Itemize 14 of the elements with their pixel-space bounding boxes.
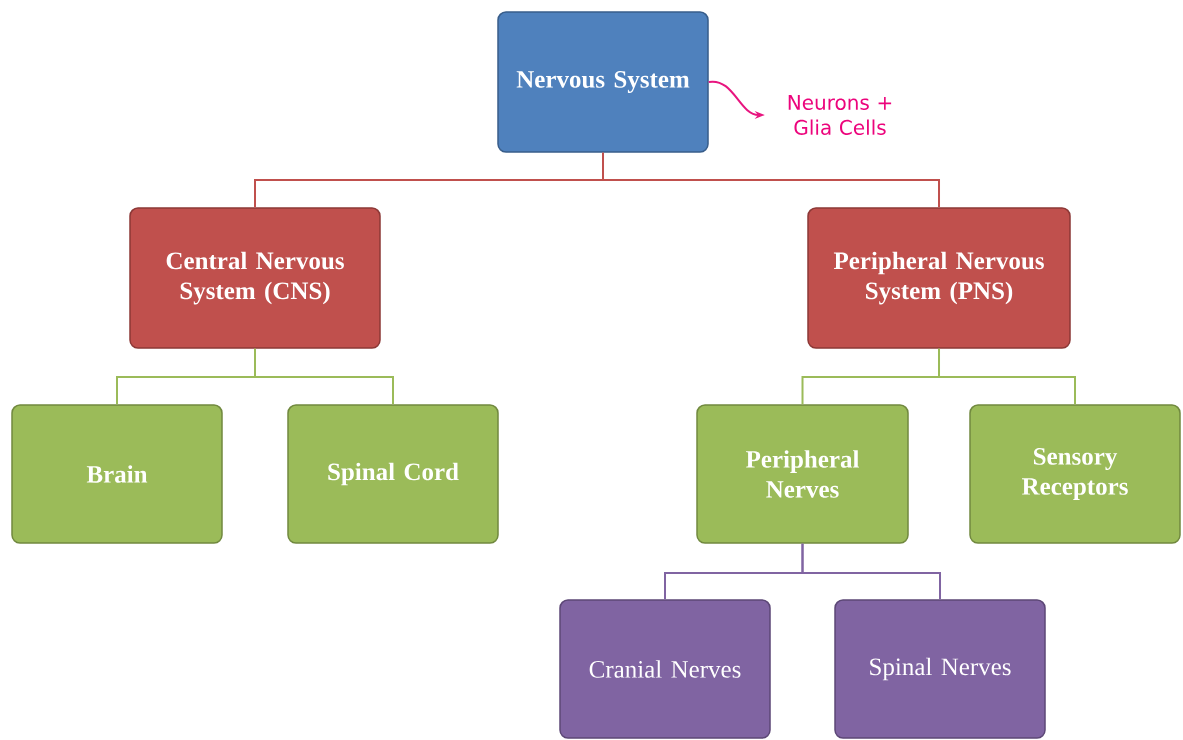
connector-line [801,542,941,601]
connector-line [938,347,1076,406]
concept-box: Spinal Nerves [834,599,1046,739]
concept-box: Central Nervous System (CNS) [129,207,381,349]
connector-line [254,347,394,406]
concept-box: Peripheral Nervous System (PNS) [807,207,1071,349]
concept-box: Sensory Receptors [969,404,1181,544]
concept-box: Cranial Nerves [559,599,771,739]
handwritten-note: Neurons + Glia Cells [788,95,892,135]
concept-box: Brain [11,404,223,544]
concept-box: Peripheral Nerves [696,404,909,544]
concept-box: Spinal Cord [287,404,499,544]
connector-line [602,151,940,209]
concept-box: Nervous System [497,11,709,153]
